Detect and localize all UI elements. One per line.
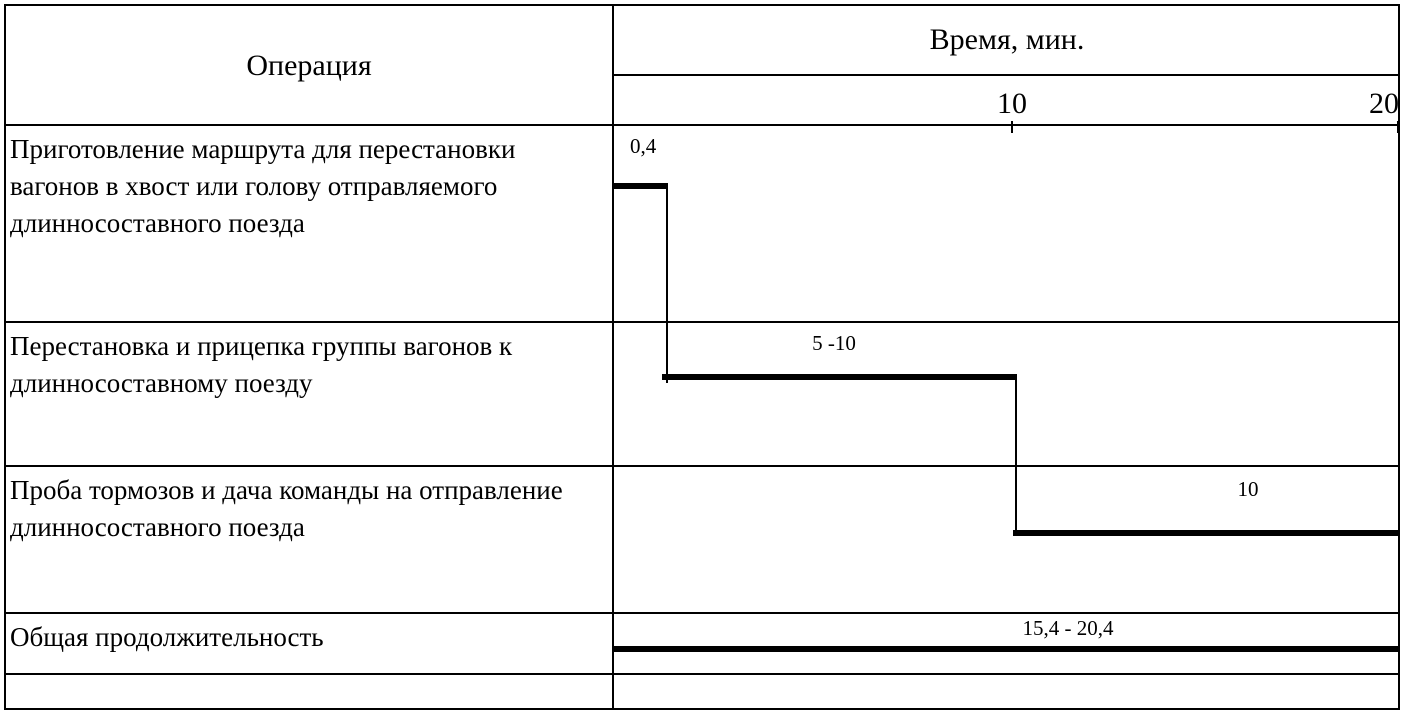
operation-label-2: Перестановка и прицепка группы вагонов к… bbox=[10, 331, 513, 398]
operation-label-4: Общая продолжительность bbox=[10, 622, 324, 652]
row-divider-3 bbox=[4, 612, 1400, 614]
axis-tick-label-10: 10 bbox=[997, 87, 1027, 120]
table-border bbox=[4, 4, 1400, 710]
operation-cell-4: Общая продолжительность bbox=[10, 619, 610, 656]
bar-label-4: 15,4 - 20,4 bbox=[1022, 616, 1114, 640]
bar-segment-2 bbox=[662, 374, 1017, 380]
column-divider bbox=[612, 4, 614, 710]
header-operation-label: Операция bbox=[246, 49, 372, 82]
time-axis: 10 20 bbox=[614, 76, 1400, 133]
bar-riser-2 bbox=[1015, 377, 1017, 533]
gantt-row-2: 5 -10 bbox=[612, 323, 1400, 533]
bar-segment-4 bbox=[612, 646, 1400, 652]
operation-cell-2: Перестановка и прицепка группы вагонов к… bbox=[10, 328, 610, 402]
bar-label-1: 0,4 bbox=[630, 134, 657, 158]
header-operation: Операция bbox=[6, 6, 612, 125]
bar-segment-1 bbox=[612, 183, 668, 189]
header-time: Время, мин. bbox=[614, 6, 1400, 74]
bar-label-3: 10 bbox=[1237, 477, 1259, 501]
row-divider-1 bbox=[4, 321, 1400, 323]
operation-label-1: Приготовление маршрута для перестановки … bbox=[10, 134, 516, 238]
gantt-row-1: 0,4 bbox=[612, 126, 1400, 383]
bar-label-2: 5 -10 bbox=[812, 331, 856, 355]
axis-tick-mark-10 bbox=[1011, 121, 1013, 133]
header-axis-divider bbox=[612, 74, 1398, 76]
row-divider-2 bbox=[4, 465, 1400, 467]
operation-cell-1: Приготовление маршрута для перестановки … bbox=[10, 131, 610, 242]
gantt-row-4: 15,4 - 20,4 bbox=[612, 614, 1400, 673]
axis-tick-mark-20 bbox=[1397, 121, 1399, 133]
operation-label-3: Проба тормозов и дача команды на отправл… bbox=[10, 475, 563, 542]
bar-segment-3 bbox=[1013, 530, 1400, 536]
operation-cell-3: Проба тормозов и дача команды на отправл… bbox=[10, 472, 610, 546]
header-time-label: Время, мин. bbox=[929, 23, 1085, 56]
row-divider-4 bbox=[4, 673, 1400, 675]
bar-riser-1 bbox=[666, 186, 668, 383]
gantt-row-3: 10 bbox=[612, 467, 1400, 612]
header-body-divider bbox=[4, 124, 1400, 126]
axis-tick-label-20: 20 bbox=[1369, 87, 1399, 120]
